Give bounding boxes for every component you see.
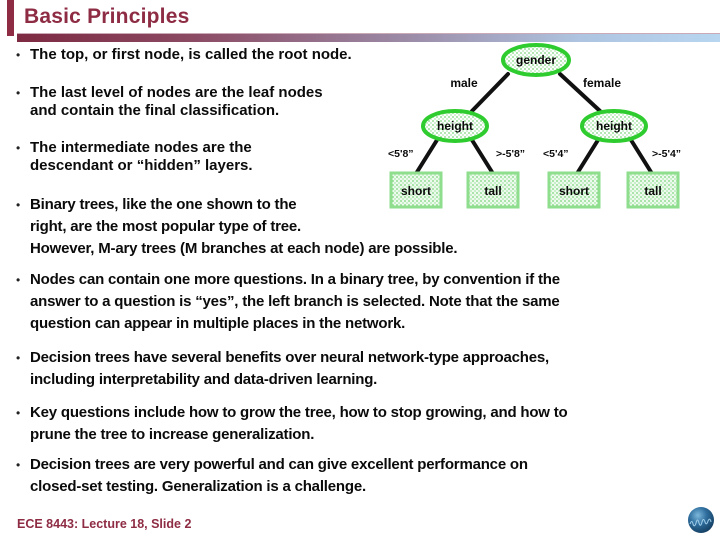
leaf-rect-short-female [547, 171, 601, 209]
edge-heightL-tall [470, 138, 494, 174]
bullet-text: The intermediate nodes are the descendan… [30, 139, 253, 174]
slide-footer: ECE 8443: Lecture 18, Slide 2 [17, 517, 192, 531]
root-node-label: gender [516, 53, 556, 67]
bullet-item-3: • The intermediate nodes are the descend… [16, 139, 253, 175]
bullet-text: The last level of nodes are the leaf nod… [30, 84, 323, 119]
bullet-item-7: • Key questions include how to grow the … [16, 402, 568, 446]
tree-edges [415, 72, 653, 174]
bullet-marker: • [16, 141, 21, 155]
edge-label-lt-5-8: <5'8” [388, 148, 414, 160]
leaf-label-short-female: short [559, 184, 589, 198]
edge-heightR-short [576, 138, 600, 174]
edge-heightL-short [415, 138, 439, 174]
height-node-right-ellipse [580, 109, 648, 143]
bullet-item-8: • Decision trees are very powerful and c… [16, 454, 528, 498]
branch-label-female: female [583, 76, 621, 90]
leaf-label-short-male: short [401, 184, 431, 198]
leaf-rect-short-male [389, 171, 443, 209]
bullet-marker: • [16, 351, 21, 365]
bullet-item-4: • Binary trees, like the one shown to th… [16, 194, 458, 260]
bullet-item-6: • Decision trees have several benefits o… [16, 347, 549, 391]
edge-label-ge-5-8: >-5'8” [496, 148, 525, 160]
bullet-text: Nodes can contain one more questions. In… [30, 271, 560, 332]
height-left-label: height [437, 119, 473, 133]
root-node-ellipse [501, 43, 571, 77]
leaf-rect-tall-female [626, 171, 680, 209]
bullet-marker: • [16, 458, 21, 472]
edge-gender-male [470, 72, 510, 113]
leaf-rect-tall-male [466, 171, 520, 209]
bullet-item-1: • The top, or first node, is called the … [16, 46, 352, 64]
bullet-marker: • [16, 198, 21, 212]
height-node-left-ellipse [421, 109, 489, 143]
bullet-item-2: • The last level of nodes are the leaf n… [16, 84, 323, 120]
branch-label-male: male [450, 76, 478, 90]
edge-label-ge-5-4: >-5'4” [652, 148, 681, 160]
bullet-marker: • [16, 48, 21, 62]
decision-tree-diagram: gender height height male female <5'8” >… [388, 43, 681, 209]
leaf-label-tall-male: tall [484, 184, 501, 198]
bullet-text: Key questions include how to grow the tr… [30, 404, 568, 443]
bullet-text: Decision trees have several benefits ove… [30, 349, 549, 388]
bullet-item-5: • Nodes can contain one more questions. … [16, 269, 560, 335]
title-gradient-rule [17, 33, 720, 42]
edge-label-lt-5-4: <5'4” [543, 148, 569, 160]
page-title: Basic Principles [24, 5, 190, 28]
title-accent-bar [7, 0, 14, 36]
bullet-marker: • [16, 86, 21, 100]
globe-waveform-logo-icon [685, 503, 717, 535]
bullet-marker: • [16, 273, 21, 287]
height-right-label: height [596, 119, 632, 133]
edge-heightR-tall [629, 138, 653, 174]
bullet-text: The top, or first node, is called the ro… [30, 46, 352, 63]
bullet-text: Binary trees, like the one shown to the … [30, 196, 458, 257]
edge-gender-female [558, 72, 602, 113]
bullet-text: Decision trees are very powerful and can… [30, 456, 528, 495]
bullet-marker: • [16, 406, 21, 420]
leaf-label-tall-female: tall [644, 184, 661, 198]
